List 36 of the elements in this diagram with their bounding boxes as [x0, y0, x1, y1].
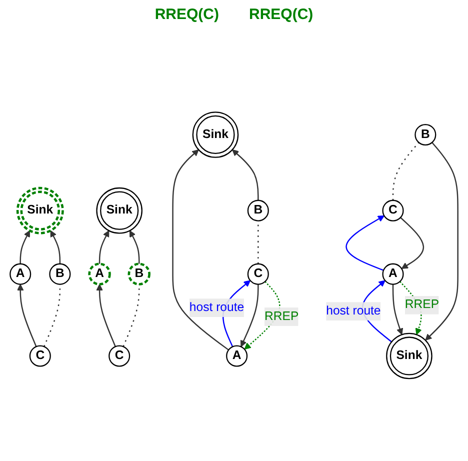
node-circle: B: [49, 262, 71, 284]
arrow: [129, 230, 140, 264]
node-circle: C: [382, 199, 404, 221]
arrow: [96, 284, 116, 346]
node-circle: A: [88, 262, 111, 286]
arrow: [98, 230, 110, 264]
arrow: [400, 216, 424, 269]
node-circle: Sink: [16, 186, 64, 234]
arrow: [50, 230, 61, 264]
arrow: [240, 284, 259, 347]
connector: [392, 142, 420, 200]
node-circle: C: [108, 344, 130, 366]
arrow: [172, 149, 229, 350]
arrow: [346, 215, 384, 271]
arrow: [425, 142, 458, 340]
node-circle: A: [10, 262, 32, 284]
message-label: RREQ(C): [249, 6, 314, 23]
node-circle: A: [382, 262, 404, 284]
node-circle: Sink: [96, 187, 142, 234]
node-circle: Sink: [386, 332, 432, 379]
arrow: [20, 230, 30, 264]
edge-label: RREP: [264, 309, 299, 323]
node-circle: B: [247, 199, 269, 221]
node-circle: A: [226, 344, 248, 366]
edge-label: RREP: [404, 298, 440, 311]
node-circle: C: [247, 262, 269, 284]
node-circle: C: [29, 344, 51, 366]
edge-label: host route: [326, 304, 381, 318]
edge-label: host route: [189, 300, 244, 314]
node-circle: Sink: [192, 111, 239, 158]
arrow: [392, 284, 404, 335]
node-circle: B: [414, 124, 436, 146]
message-label: RREQ(C): [154, 6, 219, 23]
arrow: [16, 284, 37, 346]
node-circle: B: [128, 262, 150, 286]
arrow: [232, 149, 259, 200]
